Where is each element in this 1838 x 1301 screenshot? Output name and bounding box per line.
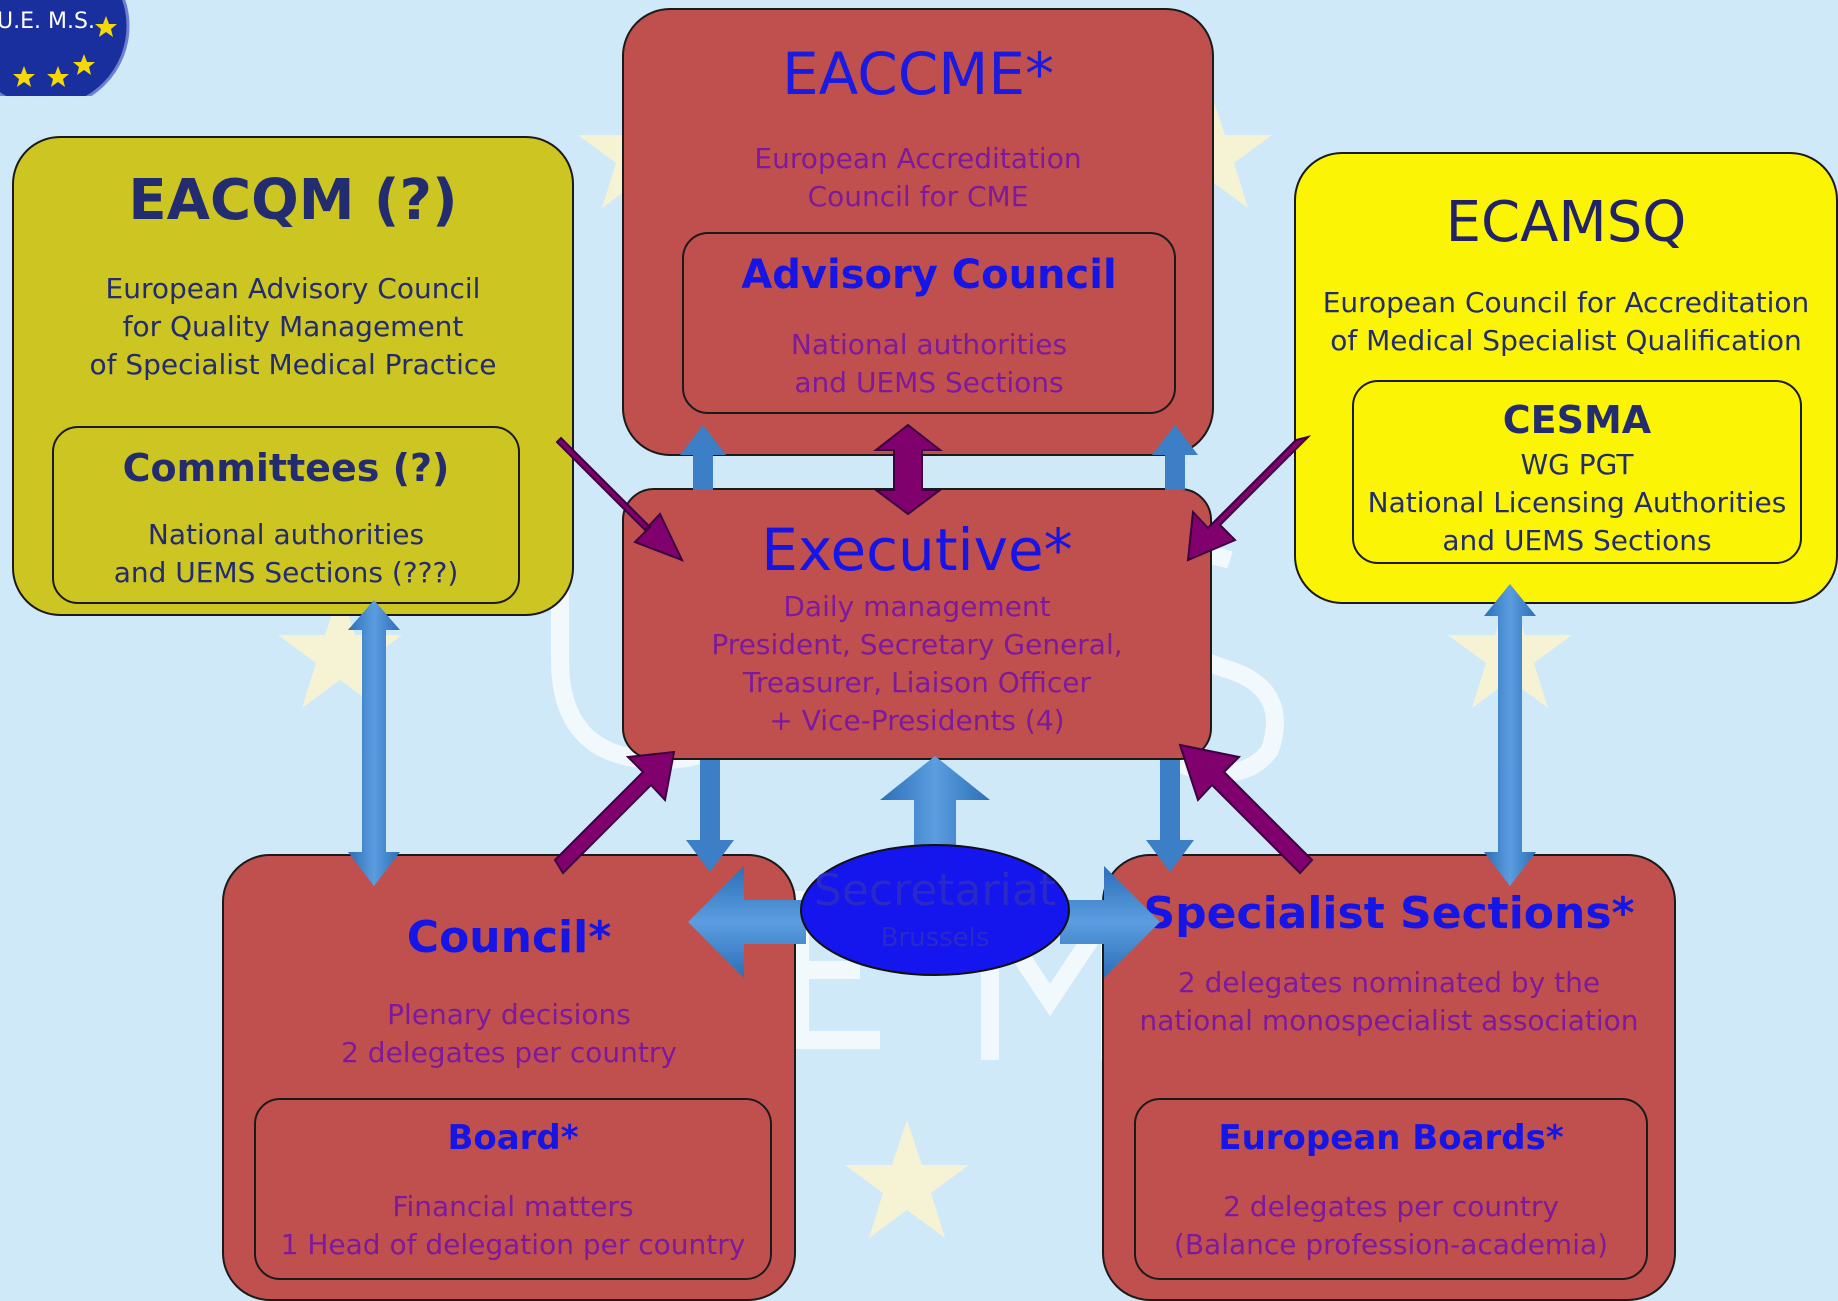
specialist-sections-description: 2 delegates nominated by the national mo… <box>1104 964 1674 1040</box>
eacqm-description: European Advisory Council for Quality Ma… <box>14 270 572 384</box>
blue-arrow-up-right <box>1152 425 1198 490</box>
council-title: Council* <box>406 912 612 963</box>
blue-double-arrow-ecamsq-sections <box>1484 584 1536 886</box>
ecamsq-box: ECAMSQ European Council for Accreditatio… <box>1294 152 1838 604</box>
european-boards-box: European Boards* 2 delegates per country… <box>1134 1098 1648 1280</box>
secretariat-title: Secretariat <box>813 865 1057 916</box>
ecamsq-title: ECAMSQ <box>1445 190 1687 255</box>
eaccme-desc-line: European Accreditation <box>754 142 1082 175</box>
executive-title: Executive* <box>761 516 1073 584</box>
advisory-council-box: Advisory Council National authorities an… <box>682 232 1176 414</box>
cesma-desc-line: WG PGT <box>1520 448 1634 481</box>
logo-text: U.E. M.S. <box>0 9 95 34</box>
eacqm-desc-line: for Quality Management <box>122 310 464 343</box>
eaccme-description: European Accreditation Council for CME <box>624 140 1212 216</box>
committees-box: Committees (?) National authorities and … <box>52 426 520 604</box>
boards-desc-line: (Balance profession-academia) <box>1173 1228 1609 1261</box>
logo-emblem: U.E. M.S. <box>0 0 130 110</box>
secretariat-ellipse <box>800 844 1070 976</box>
executive-desc-line: + Vice-Presidents (4) <box>769 704 1065 737</box>
blue-arrow-secretariat-left <box>688 866 806 978</box>
cesma-desc-line: National Licensing Authorities <box>1367 486 1787 519</box>
cesma-box: CESMA WG PGT National Licensing Authorit… <box>1352 380 1802 564</box>
specialist-sections-title: Specialist Sections* <box>1143 888 1635 939</box>
sections-desc-line: national monospecialist association <box>1139 1004 1639 1037</box>
blue-double-arrow-eacqm-council <box>348 600 400 886</box>
board-description: Financial matters 1 Head of delegation p… <box>256 1188 770 1264</box>
executive-desc-line: Treasurer, Liaison Officer <box>743 666 1091 699</box>
committees-description: National authorities and UEMS Sections (… <box>54 516 518 592</box>
advisory-desc-line: and UEMS Sections <box>794 366 1064 399</box>
cesma-desc-line: and UEMS Sections <box>1442 524 1712 557</box>
board-title: Board* <box>447 1118 579 1158</box>
eaccme-desc-line: Council for CME <box>807 180 1029 213</box>
eacqm-box: EACQM (?) European Advisory Council for … <box>12 136 574 616</box>
board-desc-line: Financial matters <box>392 1190 634 1223</box>
blue-arrow-secretariat-up <box>880 756 990 846</box>
ecamsq-desc-line: European Council for Accreditation <box>1322 286 1810 319</box>
secretariat-subtitle: Brussels <box>880 923 990 953</box>
committees-desc-line: National authorities <box>147 518 425 551</box>
eaccme-title: EACCME* <box>782 40 1054 108</box>
executive-desc-line: President, Secretary General, <box>711 628 1123 661</box>
advisory-council-title: Advisory Council <box>741 252 1117 298</box>
boards-desc-line: 2 delegates per country <box>1223 1190 1559 1223</box>
purple-arrow-eacqm-executive <box>555 436 684 562</box>
purple-arrow-ecamsq-executive <box>1186 435 1312 562</box>
watermark-star <box>845 1120 969 1238</box>
cesma-description: WG PGT National Licensing Authorities an… <box>1354 446 1800 560</box>
blue-arrow-up-left <box>680 425 726 490</box>
council-description: Plenary decisions 2 delegates per countr… <box>224 996 794 1072</box>
executive-desc-line: Daily management <box>783 590 1051 623</box>
eaccme-box: EACCME* European Accreditation Council f… <box>622 8 1214 456</box>
sections-desc-line: 2 delegates nominated by the <box>1177 966 1601 999</box>
blue-arrow-down-right <box>1146 760 1194 872</box>
purple-double-arrow-eaccme-executive <box>873 423 943 516</box>
executive-description: Daily management President, Secretary Ge… <box>624 588 1210 740</box>
purple-arrow-council-executive <box>553 750 676 875</box>
ecamsq-desc-line: of Medical Specialist Qualification <box>1330 324 1802 357</box>
cesma-title: CESMA <box>1502 398 1652 442</box>
uems-logo: U.E. M.S. <box>0 0 136 110</box>
committees-title: Committees (?) <box>122 446 450 490</box>
european-boards-title: European Boards* <box>1218 1118 1564 1158</box>
advisory-council-description: National authorities and UEMS Sections <box>684 326 1174 402</box>
council-desc-line: 2 delegates per country <box>341 1036 677 1069</box>
eacqm-desc-line: of Specialist Medical Practice <box>89 348 497 381</box>
watermark-star <box>278 590 402 708</box>
blue-arrow-secretariat-right <box>1060 866 1160 978</box>
purple-arrow-sections-executive <box>1178 743 1314 875</box>
european-boards-description: 2 delegates per country (Balance profess… <box>1136 1188 1646 1264</box>
board-box: Board* Financial matters 1 Head of deleg… <box>254 1098 772 1280</box>
committees-desc-line: and UEMS Sections (???) <box>113 556 459 589</box>
secretariat: Secretariat Brussels <box>799 843 1071 977</box>
executive-box: Executive* Daily management President, S… <box>622 488 1212 760</box>
blue-arrow-down-left <box>686 760 734 872</box>
eacqm-desc-line: European Advisory Council <box>105 272 481 305</box>
eacqm-title: EACQM (?) <box>128 168 458 233</box>
council-desc-line: Plenary decisions <box>387 998 631 1031</box>
ecamsq-description: European Council for Accreditation of Me… <box>1296 284 1836 360</box>
specialist-sections-box: Specialist Sections* 2 delegates nominat… <box>1102 854 1676 1301</box>
board-desc-line: 1 Head of delegation per country <box>280 1228 746 1261</box>
advisory-desc-line: National authorities <box>790 328 1068 361</box>
